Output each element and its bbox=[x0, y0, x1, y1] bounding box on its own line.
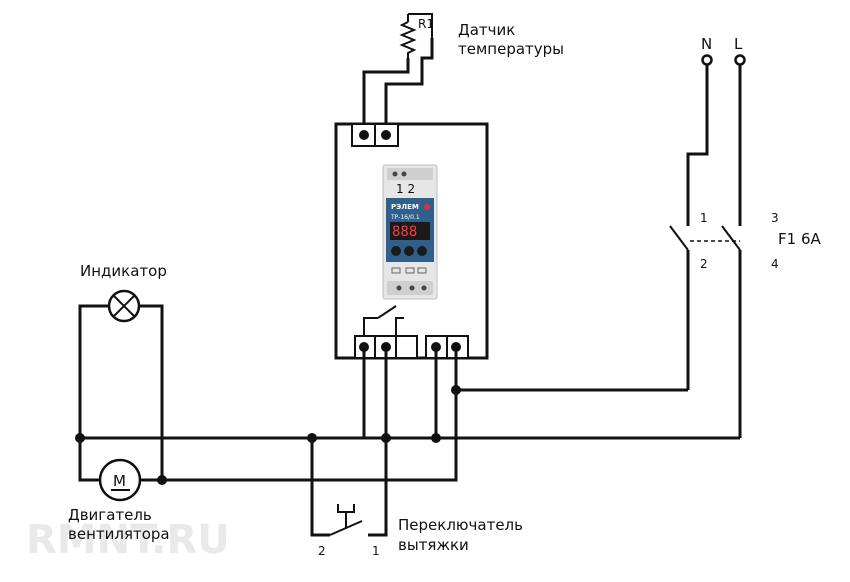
relay-device-image: 1 2 РЭЛЕМ ТР-16/0.1 888 bbox=[382, 164, 438, 300]
motor-symbol: M bbox=[113, 472, 126, 490]
sensor-id-label: R1 bbox=[418, 17, 434, 31]
breaker-pin-1: 1 bbox=[700, 211, 708, 225]
line-label: L bbox=[734, 35, 743, 53]
terminal-node bbox=[381, 130, 391, 140]
motor-label-line1: Двигатель bbox=[68, 506, 152, 524]
device-model: ТР-16/0.1 bbox=[390, 214, 420, 221]
switch-pin-2: 2 bbox=[318, 544, 326, 558]
sensor-label-line2: температуры bbox=[458, 40, 564, 58]
device-terminal-labels: 1 2 bbox=[396, 182, 415, 196]
circuit-breaker: 1 2 3 4 F1 6A bbox=[669, 211, 821, 438]
device-display: 888 bbox=[392, 224, 417, 240]
watermark: RMNT.RU bbox=[26, 517, 230, 563]
switch-pin-1: 1 bbox=[372, 544, 380, 558]
junction-node bbox=[157, 475, 167, 485]
device-up-button bbox=[417, 246, 427, 256]
switch-label-line1: Переключатель bbox=[398, 516, 523, 534]
neutral-label: N bbox=[701, 35, 712, 53]
device-brand: РЭЛЕМ bbox=[391, 203, 419, 211]
junction-node bbox=[381, 433, 391, 443]
junction-node bbox=[451, 385, 461, 395]
breaker-label: F1 6A bbox=[778, 230, 821, 248]
breaker-pin-3: 3 bbox=[771, 211, 779, 225]
wiring bbox=[78, 304, 740, 537]
power-supply: N L bbox=[686, 35, 746, 218]
terminal-node bbox=[359, 130, 369, 140]
junctions bbox=[75, 385, 461, 485]
breaker-pin-2: 2 bbox=[700, 257, 708, 271]
motor-label-line2: вентилятора bbox=[68, 525, 170, 543]
indicator-lamp: Индикатор bbox=[80, 262, 167, 323]
temperature-sensor: R1 Датчик температуры bbox=[362, 13, 564, 133]
junction-node bbox=[431, 433, 441, 443]
neutral-terminal bbox=[701, 54, 713, 66]
sensor-label-line1: Датчик bbox=[458, 21, 515, 39]
device-set-button bbox=[404, 246, 414, 256]
junction-node bbox=[75, 433, 85, 443]
device-down-button bbox=[391, 246, 401, 256]
breaker-pin-4: 4 bbox=[771, 257, 779, 271]
junction-node bbox=[307, 433, 317, 443]
exhaust-switch: 2 1 Переключатель вытяжки bbox=[318, 504, 523, 558]
line-terminal bbox=[734, 54, 746, 66]
switch-label-line2: вытяжки bbox=[398, 536, 469, 554]
fan-motor: M Двигатель вентилятора bbox=[68, 458, 170, 543]
indicator-label: Индикатор bbox=[80, 262, 167, 280]
